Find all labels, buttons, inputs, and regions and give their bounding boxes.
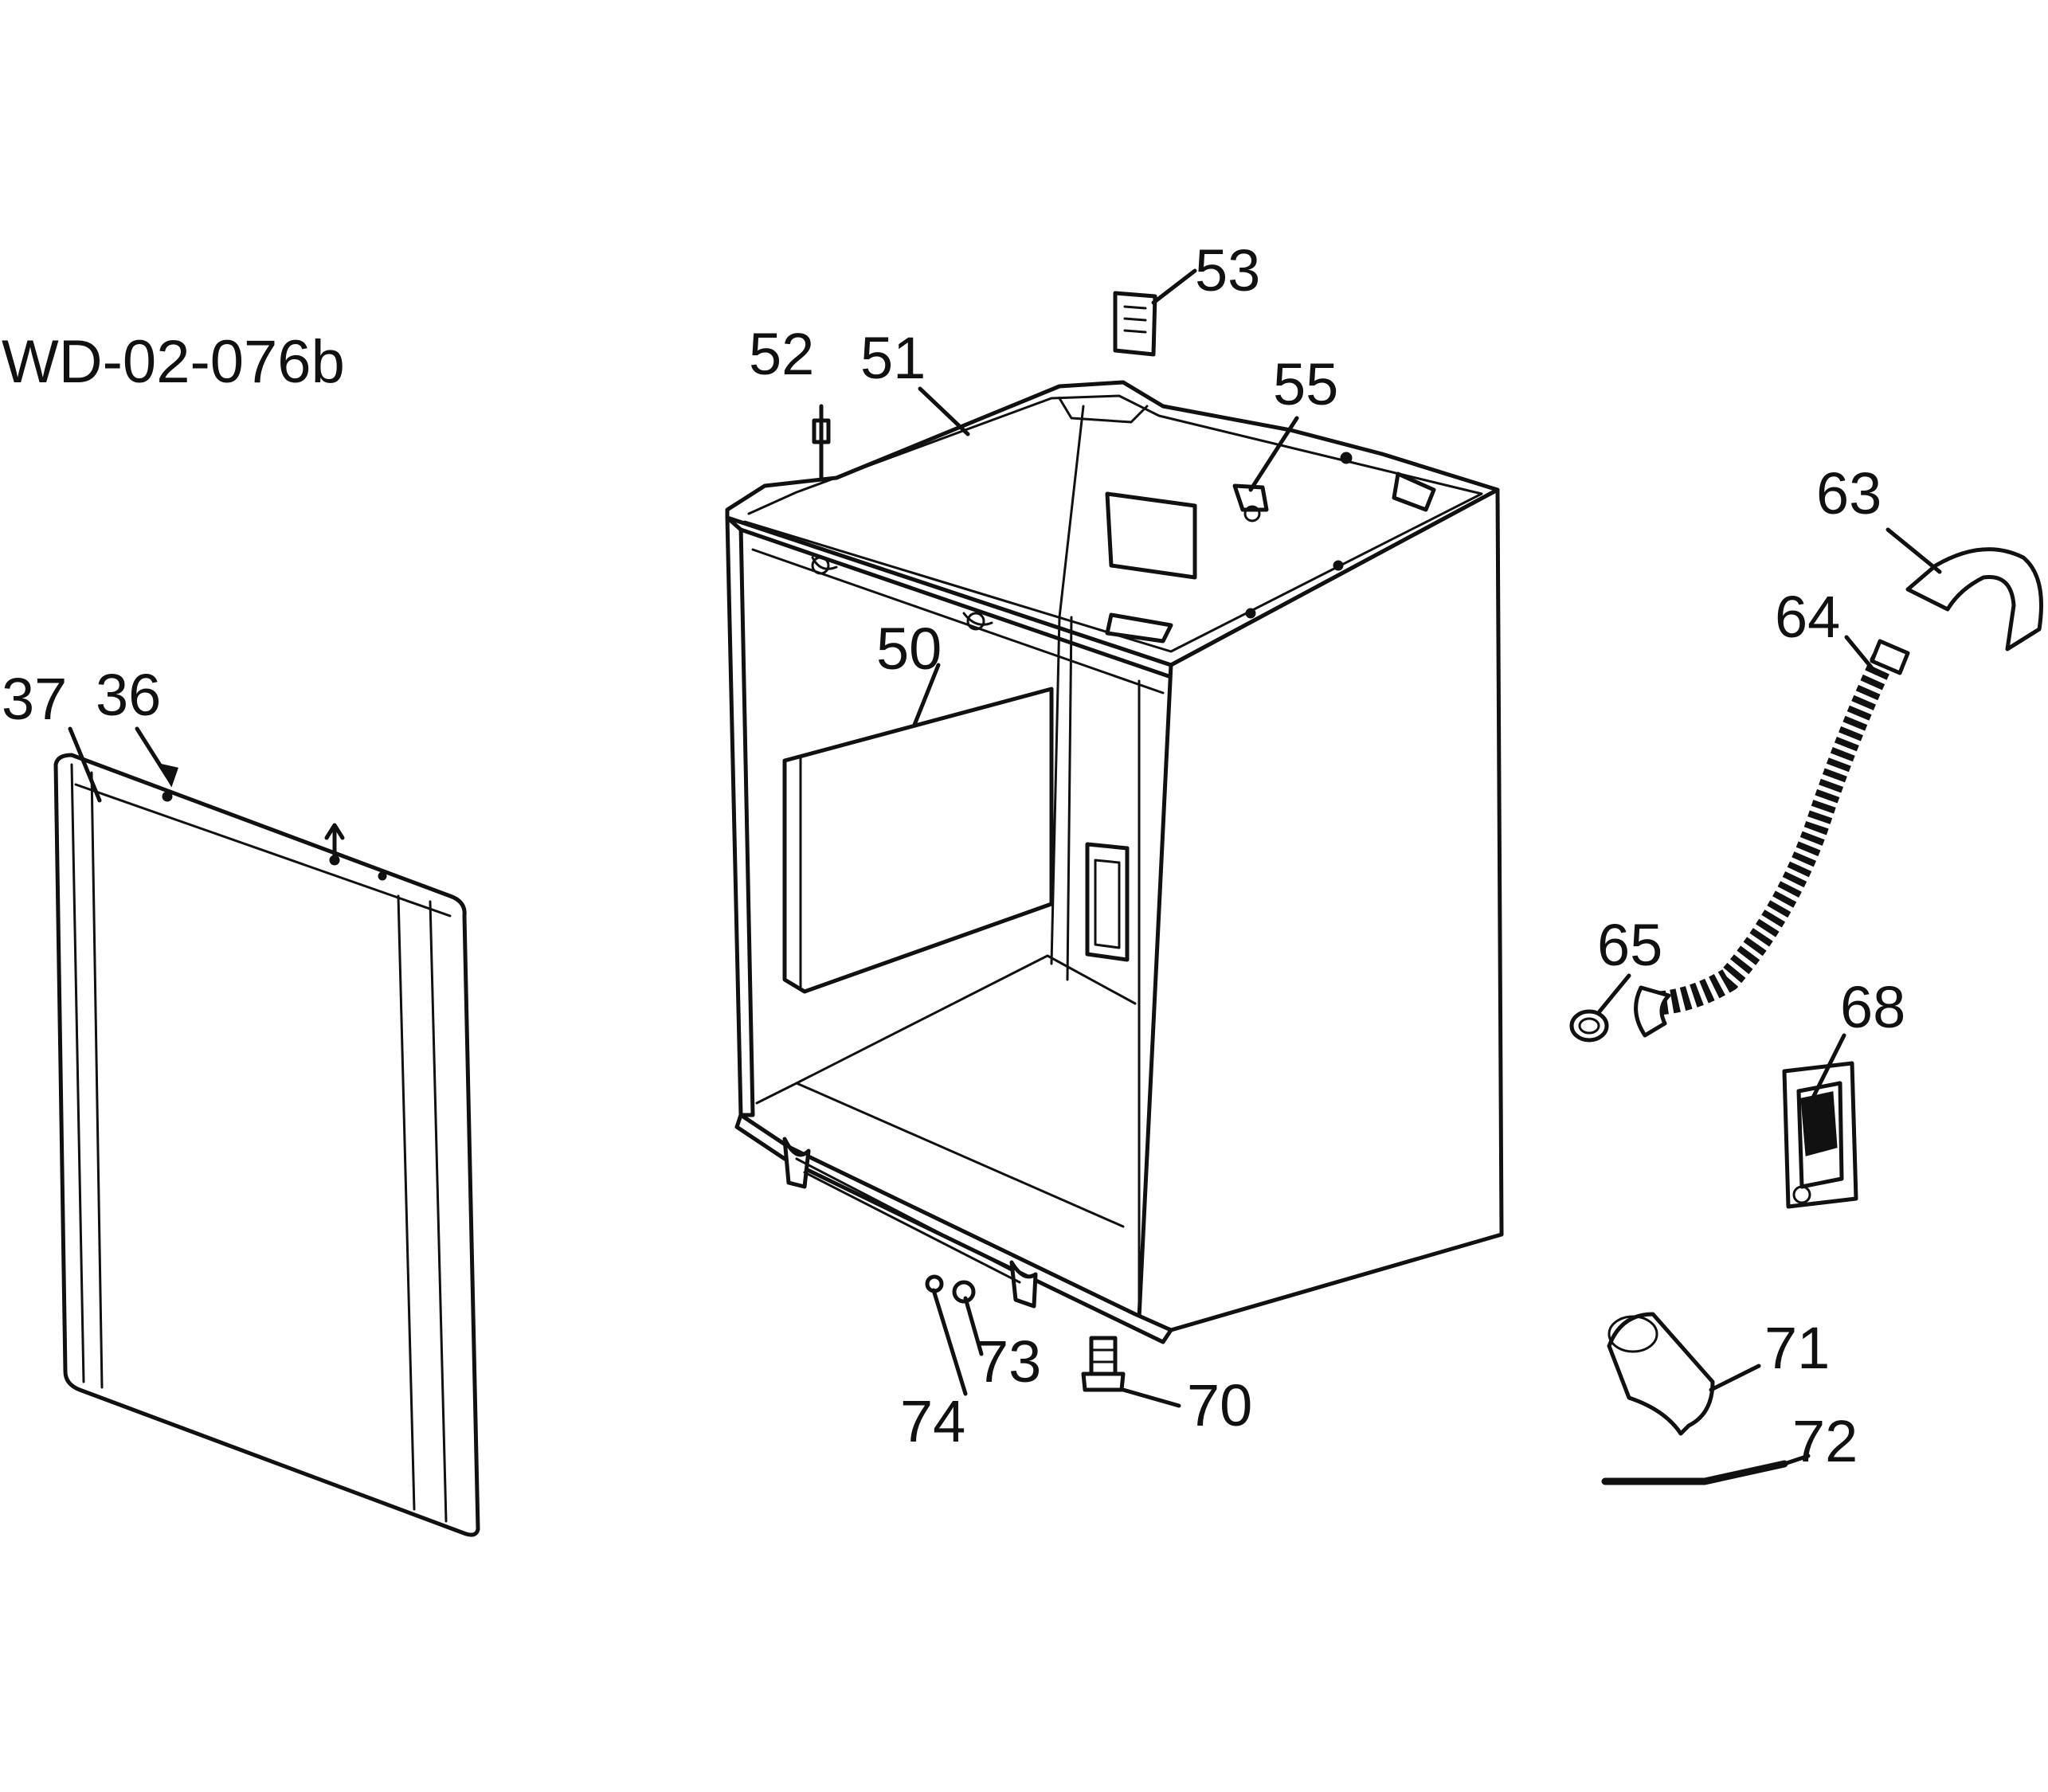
drain-hose xyxy=(1634,639,1910,1038)
callout-55: 55 xyxy=(1273,351,1338,417)
leader-70 xyxy=(1121,1387,1181,1408)
callout-70: 70 xyxy=(1187,1372,1252,1438)
callout-63: 63 xyxy=(1816,460,1882,526)
clip-pad xyxy=(1105,483,1269,580)
front-panel xyxy=(53,753,480,1537)
inner-panel xyxy=(782,687,1054,994)
leveling-foot xyxy=(1081,1336,1126,1392)
leader-55 xyxy=(1248,416,1299,492)
callout-52: 52 xyxy=(749,321,814,387)
leader-37 xyxy=(68,726,102,803)
callout-36: 36 xyxy=(96,662,161,728)
leader-74 xyxy=(931,1288,968,1396)
callout-64: 64 xyxy=(1775,584,1840,650)
part-68 xyxy=(1782,1061,1858,1209)
callout-53: 53 xyxy=(1195,237,1260,303)
leader-63 xyxy=(1885,527,1942,574)
leader-68 xyxy=(1810,1033,1846,1101)
callout-50: 50 xyxy=(876,616,942,682)
callout-37: 37 xyxy=(2,666,67,732)
callout-74: 74 xyxy=(900,1388,965,1454)
callout-71: 71 xyxy=(1764,1315,1830,1381)
callout-51: 51 xyxy=(860,325,926,391)
clamp xyxy=(1569,1009,1609,1043)
diagram-code: WD-02-076b xyxy=(2,328,345,396)
leader-71 xyxy=(1709,1364,1761,1392)
rod xyxy=(1601,1460,1788,1485)
label-sticker xyxy=(1113,291,1157,357)
leader-65 xyxy=(1597,973,1631,1014)
leader-72 xyxy=(1782,1454,1811,1466)
bag xyxy=(1607,1312,1715,1436)
callout-72: 72 xyxy=(1792,1408,1858,1474)
callout-73: 73 xyxy=(976,1328,1041,1395)
callout-68: 68 xyxy=(1840,974,1905,1040)
leader-50 xyxy=(912,663,941,727)
screws-73-74 xyxy=(925,1274,976,1304)
leader-73 xyxy=(963,1296,984,1356)
hose-hanger xyxy=(1905,547,2043,651)
leader-51 xyxy=(918,386,970,436)
leader-64 xyxy=(1844,635,1878,675)
leader-53 xyxy=(1151,268,1197,305)
screw-52 xyxy=(812,404,831,480)
callout-65: 65 xyxy=(1597,912,1662,978)
